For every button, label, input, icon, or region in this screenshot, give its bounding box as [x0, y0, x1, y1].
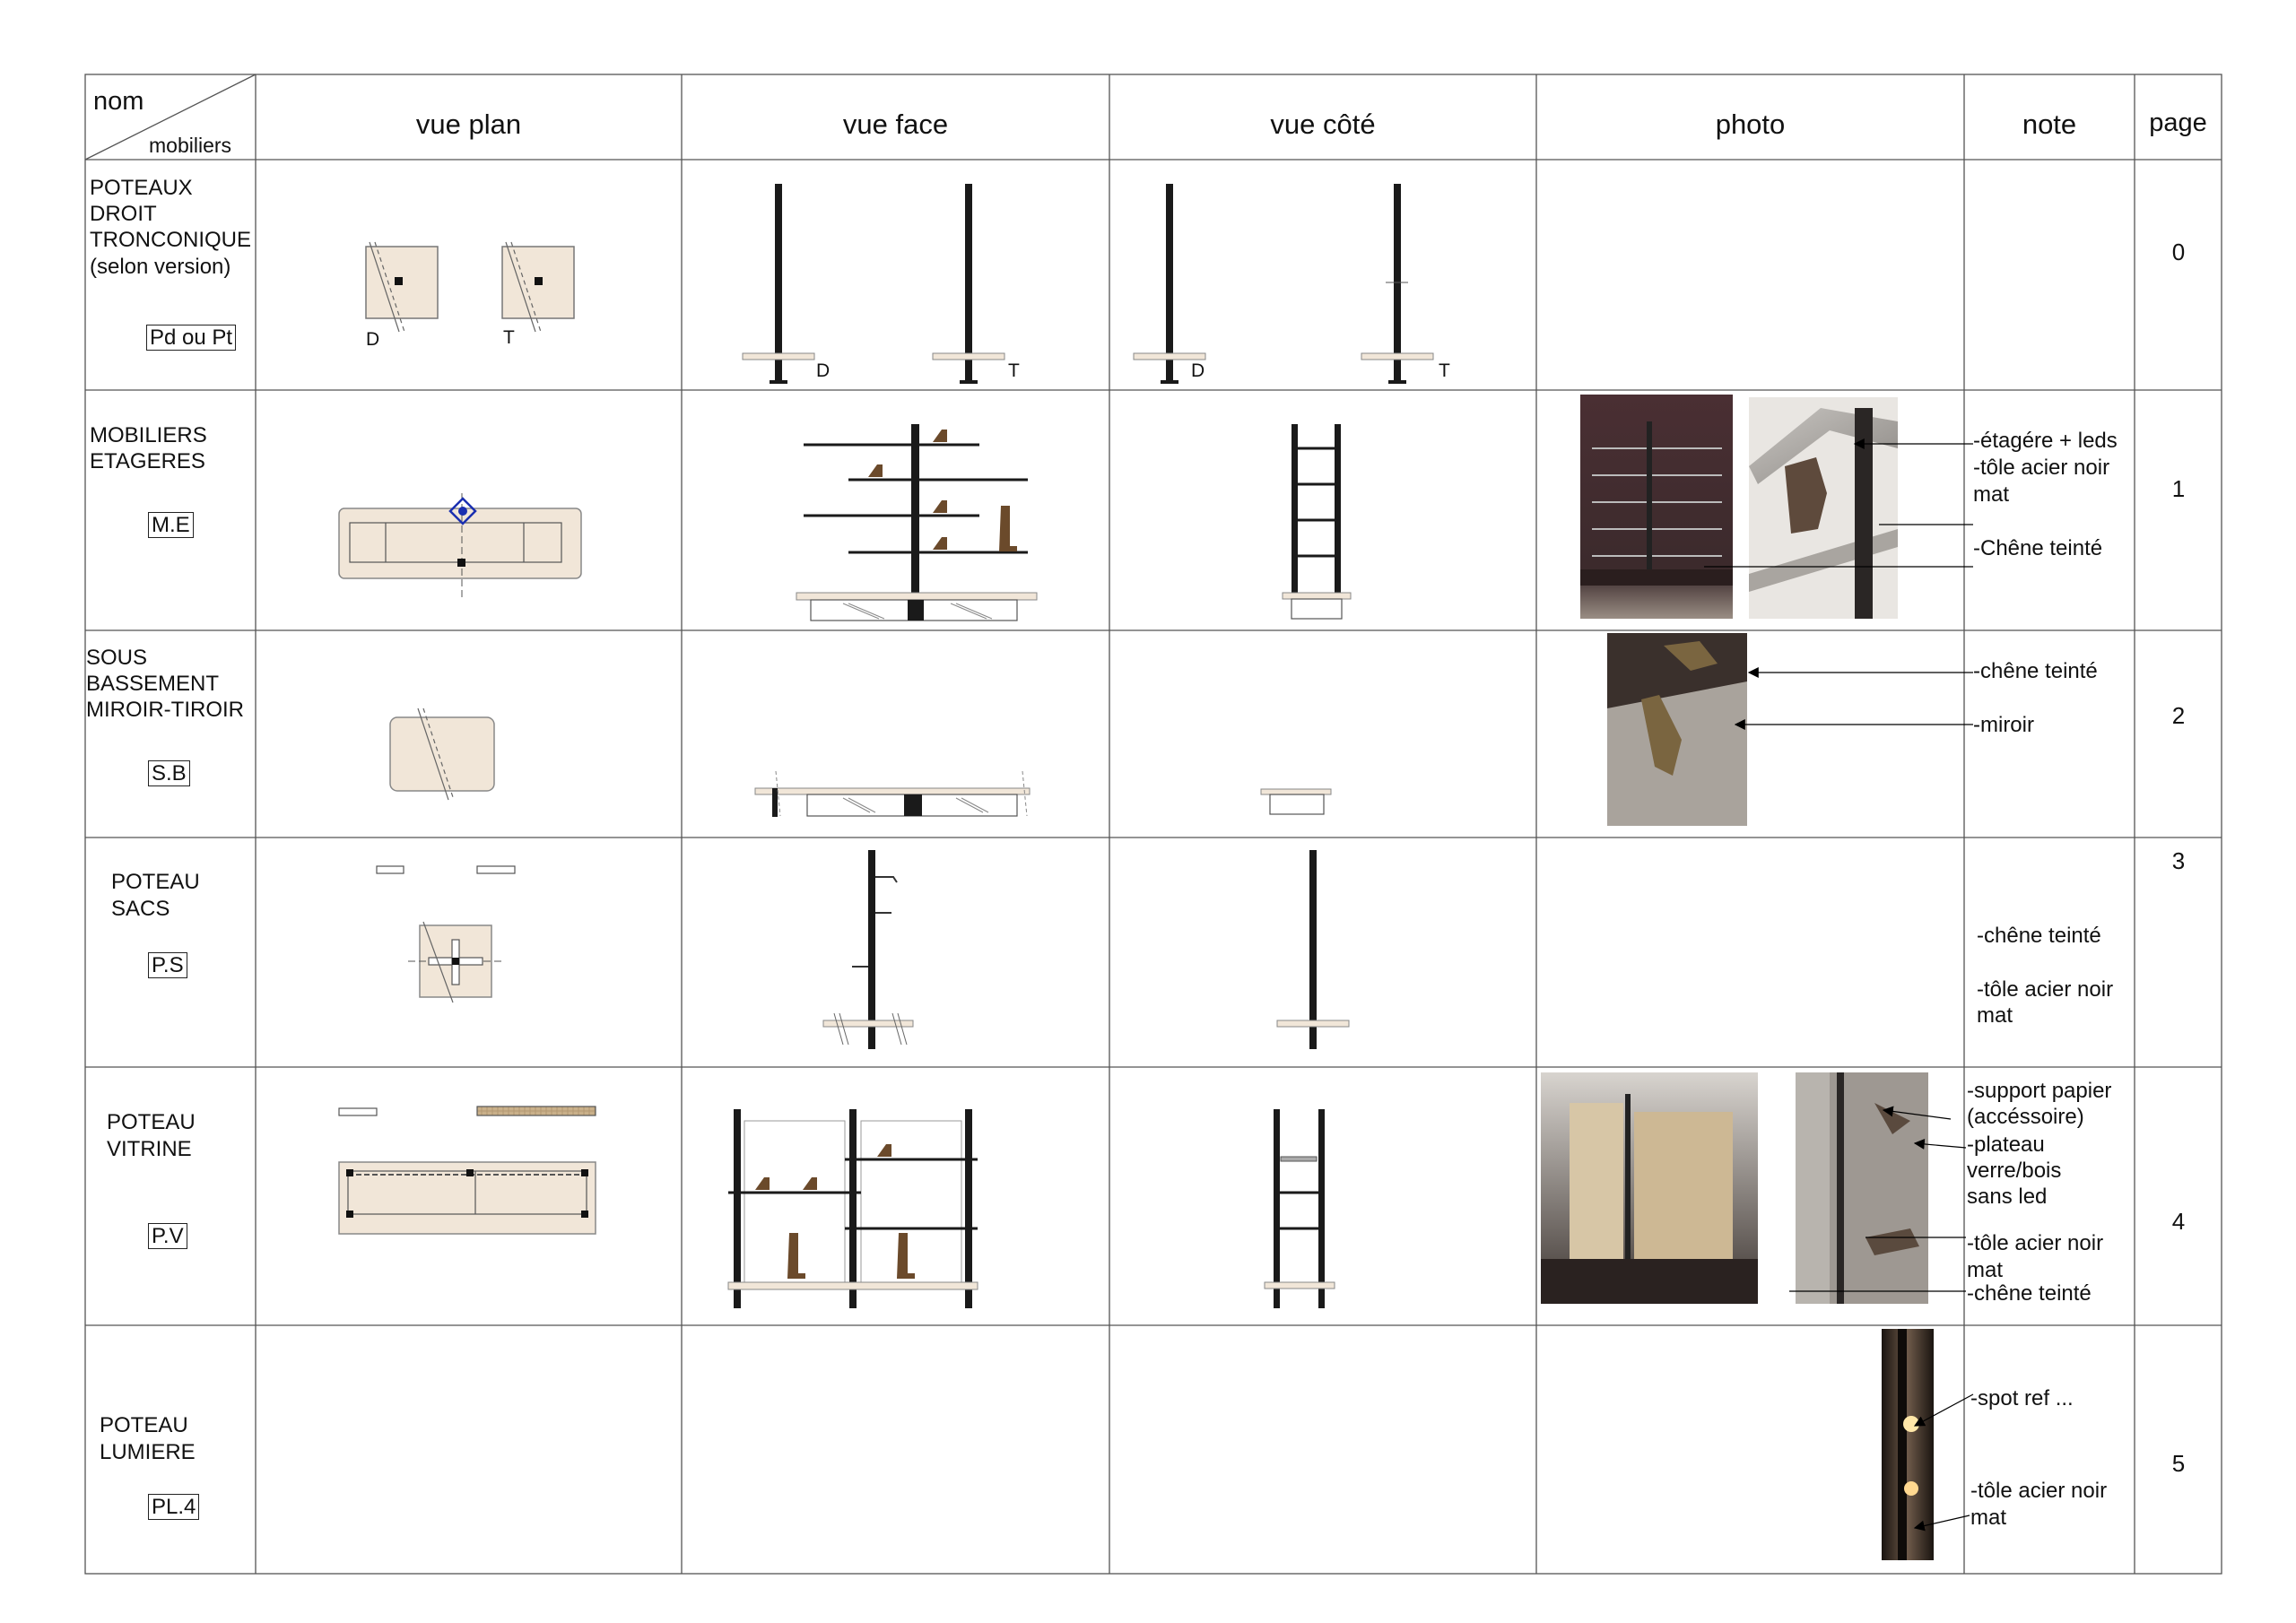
row4-note: mat [1967, 1258, 2004, 1282]
row5-code: PL.4 [148, 1494, 200, 1520]
header-photo: photo [1715, 108, 1786, 140]
row2-name-line: SOUS [86, 646, 148, 670]
row4-name-line: POTEAU [107, 1110, 196, 1134]
row1-note: -tôle acier noir [1973, 456, 2110, 480]
row5-name-line: POTEAU [100, 1413, 188, 1437]
row4-note: sans led [1967, 1185, 2048, 1209]
row0-side-drawing [1133, 184, 1434, 384]
row4-photo-right [1796, 1072, 1928, 1304]
row5-note: -tôle acier noir [1970, 1479, 2108, 1503]
row0-face-drawing [742, 184, 1005, 384]
row3-side-drawing [1276, 850, 1350, 1049]
row4-side-drawing [1264, 1109, 1335, 1308]
corner-label-nom: nom [93, 87, 144, 116]
row0-page: 0 [2171, 239, 2186, 265]
row2-note: -miroir [1973, 713, 2034, 737]
row2-code: S.B [148, 760, 190, 786]
row0-side-label-t: T [1439, 360, 1450, 381]
header-vue-cote: vue côté [1270, 108, 1376, 140]
row0-plan-drawing [365, 241, 575, 333]
row1-note: mat [1973, 482, 2010, 507]
row0-name-line: (selon version) [90, 255, 231, 279]
row1-name-line: ETAGERES [90, 449, 205, 473]
row2-page: 2 [2171, 702, 2186, 729]
row2-note: -chêne teinté [1973, 659, 2098, 683]
corner-label-mobiliers: mobiliers [149, 134, 232, 157]
row2-plan-drawing [389, 707, 495, 801]
row1-note: -étagére + leds [1973, 429, 2118, 453]
row4-photo-left [1541, 1072, 1758, 1304]
row0-plan-label-t: T [503, 327, 515, 348]
row4-note: -support papier [1967, 1079, 2112, 1103]
row0-face-label-t: T [1008, 360, 1020, 381]
row1-note: -Chêne teinté [1973, 536, 2103, 560]
row4-note: (accéssoire) [1967, 1105, 2084, 1129]
row3-plan-drawing [376, 865, 516, 1003]
row0-name-line: DROIT [90, 202, 157, 226]
row3-name-line: SACS [111, 897, 170, 921]
row1-face-drawing [796, 424, 1038, 621]
row3-code: P.S [148, 952, 187, 978]
row1-photo-right [1749, 397, 1898, 619]
row0-face-label-d: D [816, 360, 831, 381]
row0-side-label-d: D [1191, 360, 1205, 381]
row1-code: M.E [148, 512, 194, 538]
row1-name-line: MOBILIERS [90, 423, 207, 447]
row5-note: mat [1970, 1506, 2007, 1530]
header-page: page [2149, 108, 2207, 137]
header-note: note [2022, 108, 2077, 140]
row2-name-line: MIROIR-TIROIR [86, 698, 244, 722]
header-vue-face: vue face [842, 108, 949, 140]
row0-plan-label-d: D [366, 329, 380, 350]
row5-page: 5 [2171, 1450, 2186, 1477]
row3-name-line: POTEAU [111, 870, 200, 894]
row5-note: -spot ref ... [1970, 1386, 2074, 1410]
row4-name-line: VITRINE [107, 1137, 192, 1161]
row2-face-drawing [754, 770, 1031, 817]
row4-note: verre/bois [1967, 1159, 2062, 1183]
row4-note: -tôle acier noir [1967, 1231, 2104, 1255]
row3-page: 3 [2171, 847, 2186, 874]
row0-code: Pd ou Pt [146, 325, 237, 351]
row1-side-drawing [1282, 424, 1352, 620]
row3-note: -chêne teinté [1977, 924, 2101, 948]
row2-photo [1607, 633, 1747, 826]
row1-page: 1 [2171, 475, 2186, 502]
row2-side-drawing [1260, 788, 1332, 815]
row5-name-line: LUMIERE [100, 1440, 196, 1464]
row0-name-line: TRONCONIQUE [90, 228, 251, 252]
row4-plan-drawing [338, 1106, 596, 1235]
header-vue-plan: vue plan [415, 108, 522, 140]
row1-plan-drawing [338, 493, 582, 601]
row4-code: P.V [148, 1223, 187, 1249]
row3-note: mat [1977, 1003, 2013, 1028]
row4-page: 4 [2171, 1208, 2186, 1235]
row4-face-drawing [727, 1109, 978, 1308]
row3-note: -tôle acier noir [1977, 977, 2114, 1002]
row4-note: -plateau [1967, 1133, 2045, 1157]
row4-note: -chêne teinté [1967, 1281, 2092, 1306]
row1-photo-left [1580, 395, 1733, 619]
row3-face-drawing [822, 850, 914, 1049]
row2-name-line: BASSEMENT [86, 672, 220, 696]
row0-name-line: POTEAUX [90, 176, 193, 200]
